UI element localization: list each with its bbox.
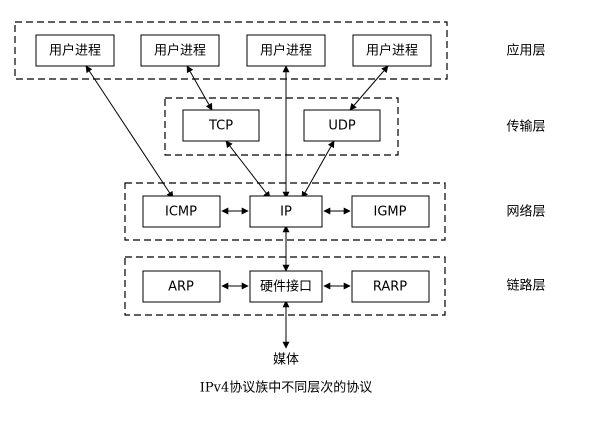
node-user-process-4: 用户进程 bbox=[352, 34, 432, 67]
tcp-label: TCP bbox=[208, 119, 233, 134]
node-user-process-3: 用户进程 bbox=[246, 34, 326, 67]
edges bbox=[85, 65, 389, 349]
node-arp: ARP bbox=[142, 270, 221, 303]
user-process-2-label: 用户进程 bbox=[154, 43, 206, 59]
node-tcp: TCP bbox=[182, 109, 260, 142]
rarp-label: RARP bbox=[373, 280, 407, 295]
udp-label: UDP bbox=[328, 119, 356, 134]
igmp-label: IGMP bbox=[374, 205, 407, 220]
transport-layer-label: 传输层 bbox=[506, 119, 545, 135]
node-rarp: RARP bbox=[351, 270, 430, 303]
edge-tcp-ip bbox=[225, 140, 271, 199]
application-layer-frame bbox=[14, 21, 448, 80]
node-user-process-1: 用户进程 bbox=[35, 34, 115, 67]
ip-label: IP bbox=[280, 205, 292, 220]
user-process-4-label: 用户进程 bbox=[366, 43, 418, 59]
network-layer-label: 网络层 bbox=[506, 204, 545, 220]
media-label: 媒体 bbox=[273, 353, 299, 368]
node-icmp: ICMP bbox=[142, 195, 221, 228]
node-hardware-interface: 硬件接口 bbox=[249, 270, 323, 303]
application-layer-label: 应用层 bbox=[506, 43, 545, 59]
edge-user1-icmp bbox=[85, 65, 174, 199]
node-igmp: IGMP bbox=[351, 195, 430, 228]
node-user-process-2: 用户进程 bbox=[140, 34, 220, 67]
diagram-caption: IPv4协议族中不同层次的协议 bbox=[200, 380, 373, 396]
node-udp: UDP bbox=[303, 109, 381, 142]
node-ip: IP bbox=[249, 195, 323, 228]
edge-udp-ip bbox=[301, 140, 335, 199]
link-layer-label: 链路层 bbox=[506, 278, 545, 294]
user-process-1-label: 用户进程 bbox=[49, 43, 101, 59]
hardware-interface-label: 硬件接口 bbox=[260, 279, 312, 295]
edge-user4-udp bbox=[349, 65, 389, 111]
icmp-label: ICMP bbox=[165, 205, 197, 220]
edge-user2-tcp bbox=[186, 65, 213, 111]
user-process-3-label: 用户进程 bbox=[260, 43, 312, 59]
arp-label: ARP bbox=[168, 280, 194, 295]
